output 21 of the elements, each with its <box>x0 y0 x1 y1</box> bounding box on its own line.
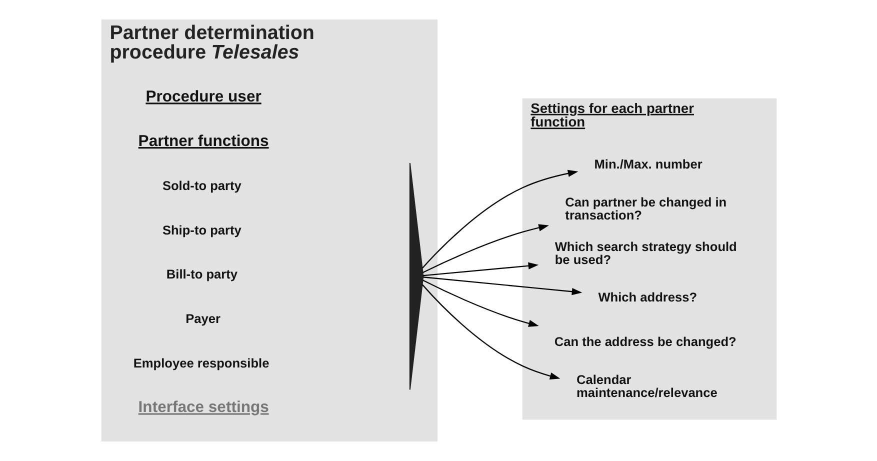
node-text: Can the address be changed? <box>554 334 736 349</box>
arrow <box>422 262 538 276</box>
node-text: Which address? <box>598 289 697 304</box>
arrow <box>422 224 548 274</box>
node-text: Min./Max. number <box>594 156 702 172</box>
node-text: Payer <box>185 311 220 326</box>
arrow <box>421 284 560 380</box>
node-text: Sold-to party <box>162 178 241 193</box>
node-text: Which search strategy should be used? <box>554 239 736 267</box>
node-text: Employee responsible <box>132 355 269 370</box>
node-text: Partner functions <box>138 133 268 150</box>
node-text: Procedure user <box>145 88 261 106</box>
arrow <box>422 280 538 327</box>
arrow <box>422 170 578 268</box>
node-text: Bill-to party <box>166 266 238 282</box>
arrow <box>422 276 582 296</box>
node-text: Calendar maintenance/relevance <box>576 372 717 400</box>
node-text: Ship-to party <box>162 222 241 238</box>
node-text: Interface settings <box>138 399 268 416</box>
node-text: Can partner be changed in transaction? <box>564 194 726 223</box>
node-brace <box>408 162 424 390</box>
